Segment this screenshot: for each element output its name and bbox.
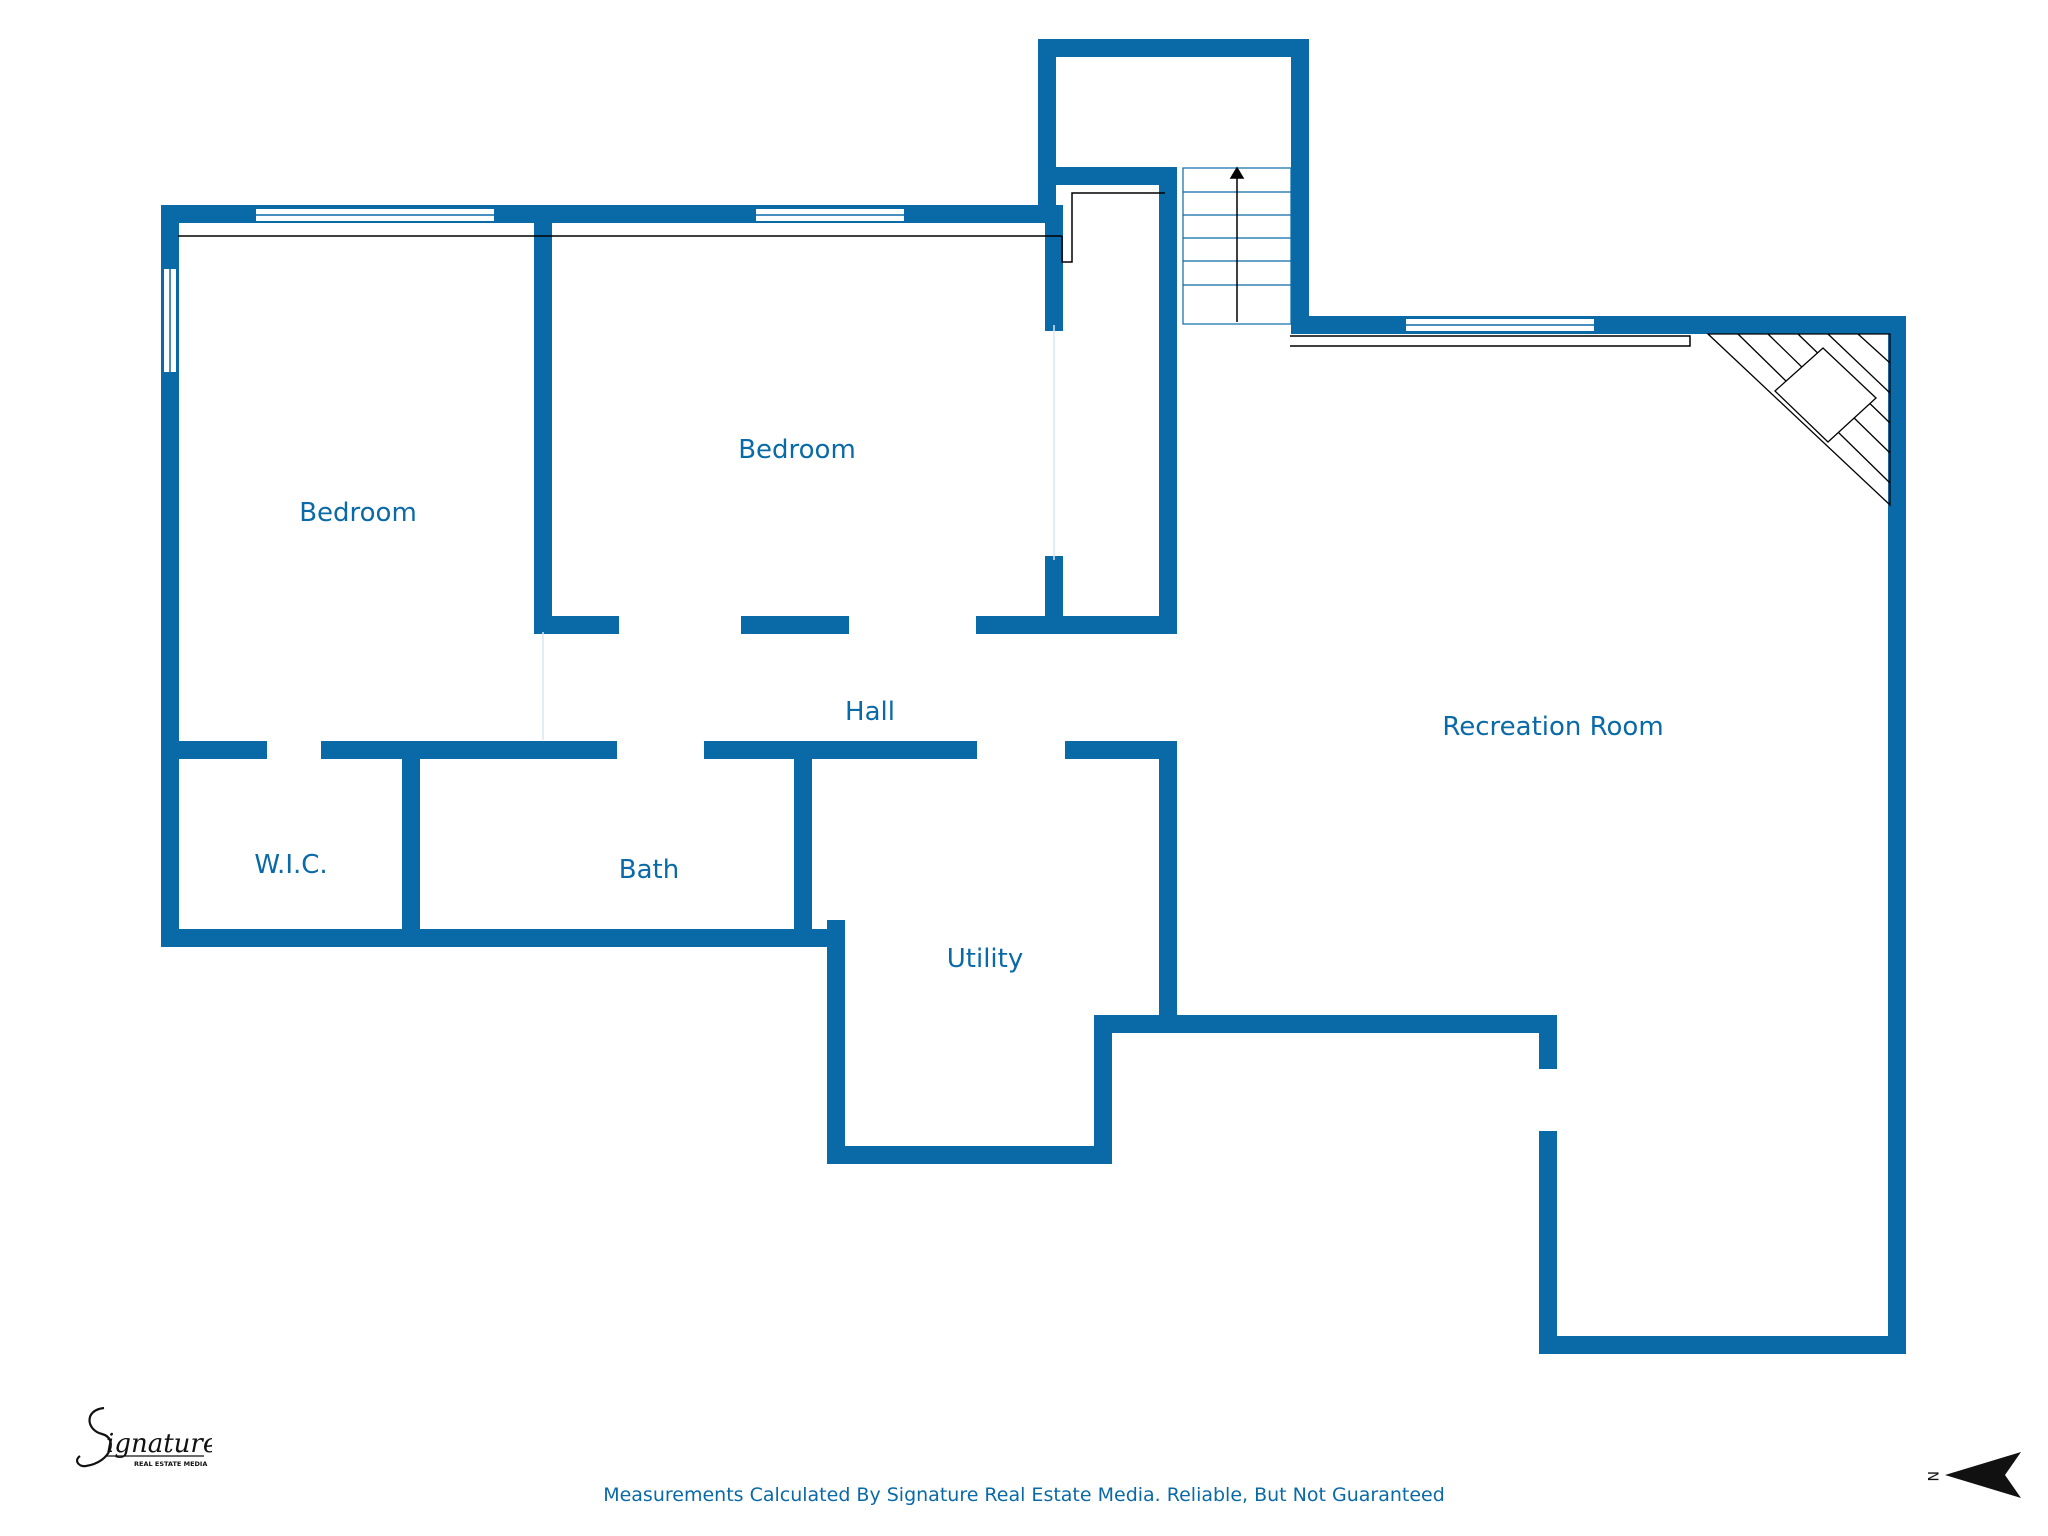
north-arrow-icon: N [1925, 1452, 2021, 1498]
wall-stair-box [1038, 39, 1309, 334]
stairs-up-arrow-icon [1229, 166, 1245, 322]
room-label-bedroom-west: Bedroom [299, 498, 417, 528]
corner-fireplace [1706, 333, 1891, 507]
signature-logo: ignature REAL ESTATE MEDIA [76, 1406, 212, 1468]
room-label-wic: W.I.C. [254, 850, 327, 880]
north-label: N [1925, 1471, 1940, 1481]
room-label-hall: Hall [845, 697, 895, 727]
svg-text:ignature: ignature [106, 1429, 212, 1459]
wall-utility-step [1094, 1015, 1557, 1164]
measurement-disclaimer: Measurements Calculated By Signature Rea… [603, 1484, 1445, 1506]
room-label-bedroom-center: Bedroom [738, 435, 856, 465]
room-label-bath: Bath [619, 855, 679, 885]
room-label-utility: Utility [947, 944, 1023, 974]
interior-line-rec-north [1290, 335, 1691, 347]
svg-text:REAL ESTATE MEDIA: REAL ESTATE MEDIA [134, 1460, 207, 1468]
room-label-recreation-room: Recreation Room [1442, 712, 1663, 742]
